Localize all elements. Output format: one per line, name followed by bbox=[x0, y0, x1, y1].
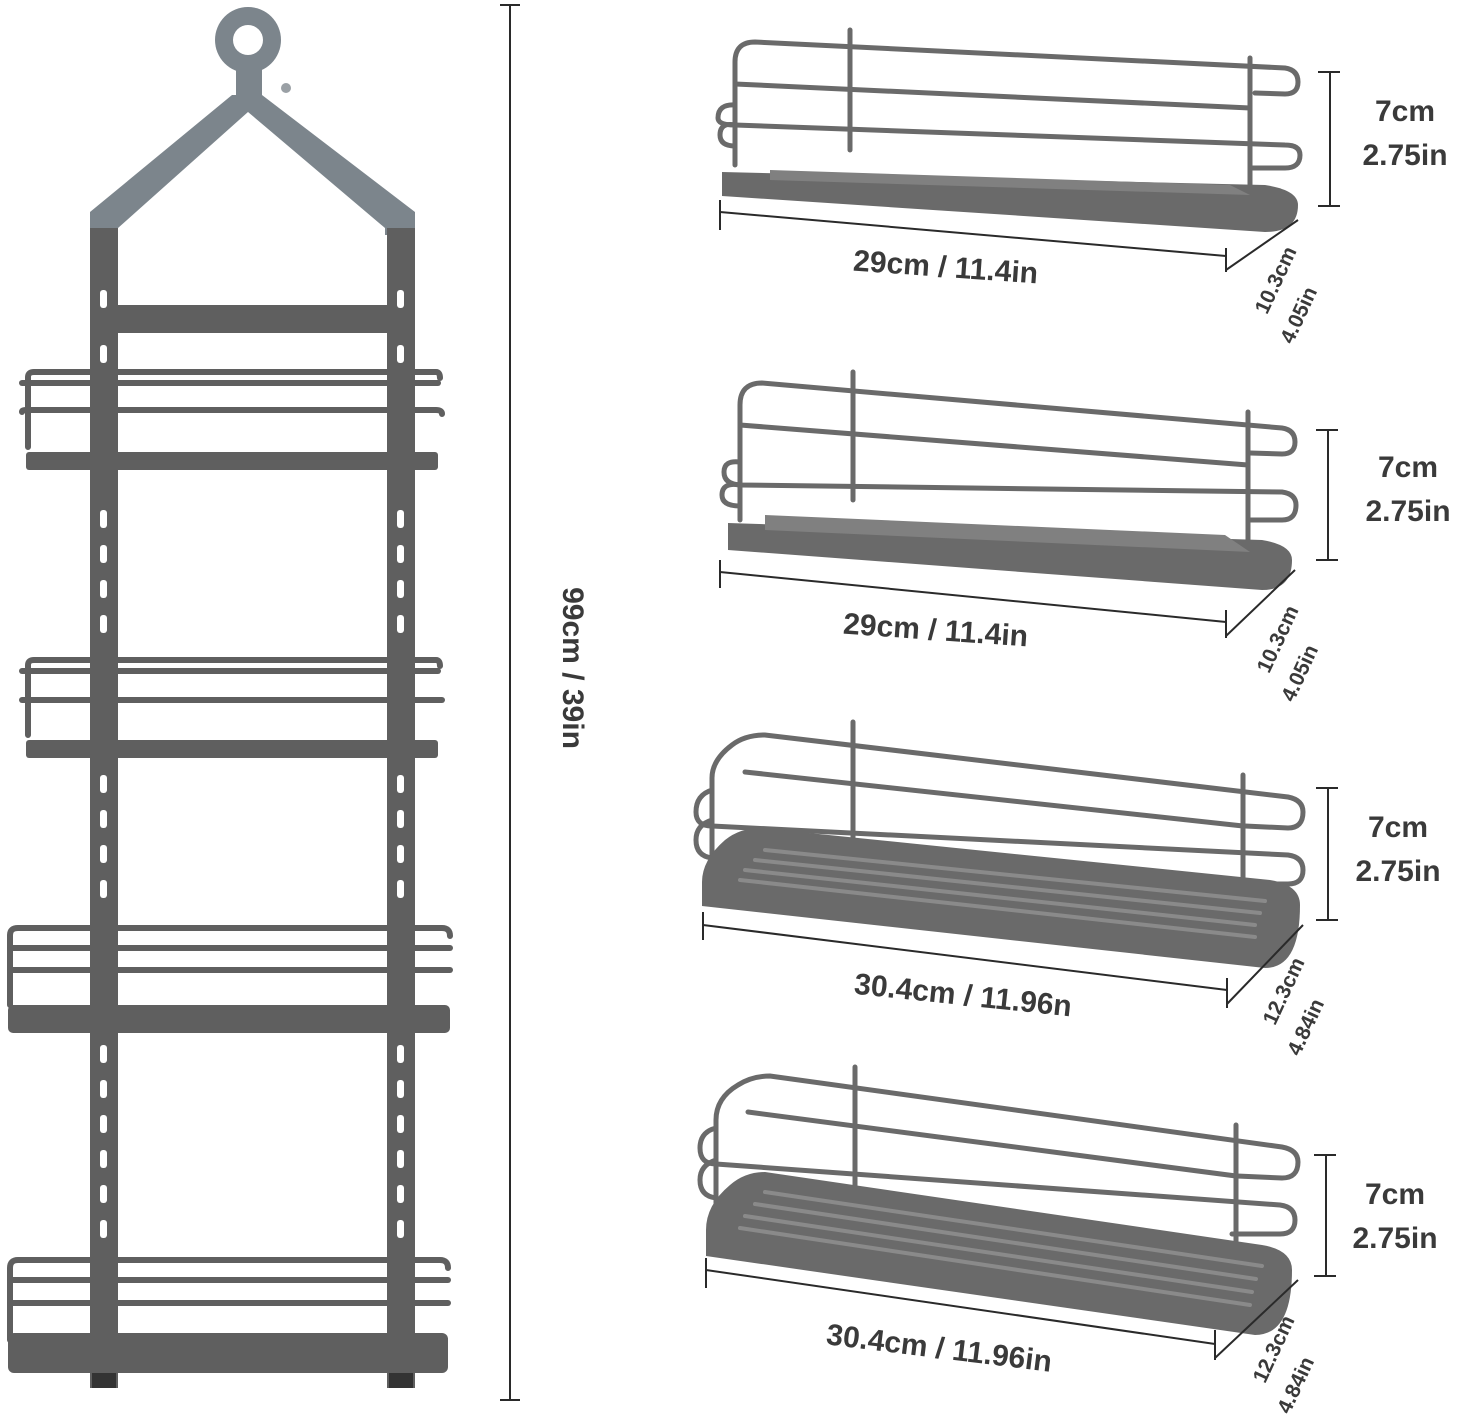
basket-2-height-cm: 7cm bbox=[1378, 451, 1438, 484]
basket-1-dimensions: 29cm / 11.4in 7cm 2.75in 10.3cm 4.05in bbox=[719, 71, 1448, 347]
right-foot bbox=[389, 1370, 413, 1388]
top-crossbar bbox=[118, 305, 388, 333]
caddy-shelf-1 bbox=[19, 369, 445, 470]
basket-4-drawing bbox=[697, 1064, 1301, 1335]
basket-4: 30.4cm / 11.96in 7cm 2.75in 12.3cm 4.84i… bbox=[697, 1064, 1438, 1417]
basket-1-depth-in: 4.05in bbox=[1276, 283, 1322, 347]
caddy-shelf-4 bbox=[7, 1257, 451, 1373]
basket-4-width-label: 30.4cm / 11.96in bbox=[825, 1318, 1054, 1378]
basket-4-height-cm: 7cm bbox=[1365, 1178, 1425, 1211]
basket-2-width-label: 29cm / 11.4in bbox=[842, 608, 1029, 654]
basket-1: 29cm / 11.4in 7cm 2.75in 10.3cm 4.05in bbox=[715, 27, 1448, 347]
basket-2: 29cm / 11.4in 7cm 2.75in 10.3cm 4.05in bbox=[719, 369, 1451, 705]
right-rail bbox=[387, 228, 415, 1388]
left-foot bbox=[92, 1370, 116, 1388]
basket-3-drawing bbox=[693, 719, 1306, 968]
caddy-shelf-2 bbox=[19, 657, 445, 758]
basket-1-height-in: 2.75in bbox=[1362, 139, 1447, 172]
caddy-shelf-3 bbox=[7, 925, 453, 1033]
basket-3-height-in: 2.75in bbox=[1355, 855, 1440, 888]
height-label: 99cm / 39in bbox=[556, 587, 589, 749]
basket-4-height-in: 2.75in bbox=[1352, 1222, 1437, 1255]
basket-2-height-in: 2.75in bbox=[1365, 495, 1450, 528]
overall-height-dimension: 99cm / 39in bbox=[500, 4, 589, 1401]
hanging-shower-caddy bbox=[7, 7, 453, 1388]
basket-1-drawing bbox=[715, 27, 1303, 232]
basket-3-height-cm: 7cm bbox=[1368, 811, 1428, 844]
hanger-bracket bbox=[90, 95, 415, 235]
basket-1-width-label: 29cm / 11.4in bbox=[852, 245, 1039, 291]
basket-3-width-label: 30.4cm / 11.96n bbox=[853, 968, 1074, 1024]
basket-1-height-cm: 7cm bbox=[1375, 95, 1435, 128]
left-rail bbox=[90, 228, 118, 1388]
hook-ring bbox=[215, 7, 291, 102]
basket-2-drawing bbox=[719, 369, 1299, 590]
rail-slots bbox=[100, 290, 404, 1238]
basket-3: 30.4cm / 11.96n 7cm 2.75in 12.3cm 4.84in bbox=[693, 719, 1441, 1059]
